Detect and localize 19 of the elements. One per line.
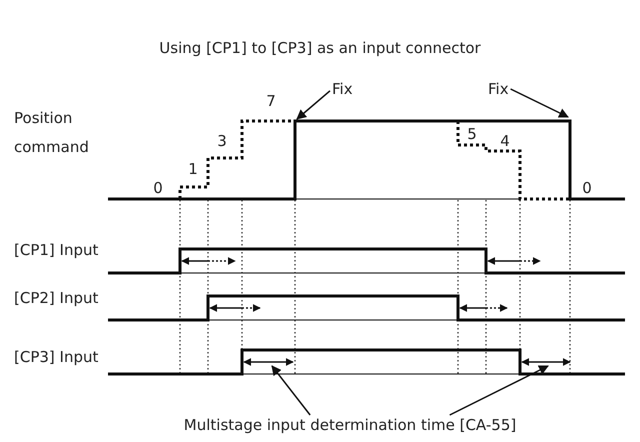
step-number: 4	[500, 132, 510, 150]
step-number: 0	[153, 179, 163, 197]
annotation-text: Multistage input determination time [CA-55]	[184, 416, 516, 434]
step-number: 0	[582, 179, 592, 197]
annotation-text: Fix	[332, 80, 353, 98]
step-number: 3	[217, 132, 227, 150]
leader-arrow	[271, 365, 311, 416]
annotation-text: Fix	[488, 80, 509, 98]
signal-name: Position command	[14, 108, 90, 158]
signal-name: [CP1] Input	[14, 241, 98, 259]
step-number: 7	[266, 92, 276, 110]
leader-arrow	[510, 88, 569, 118]
step-number: 1	[188, 160, 198, 178]
signal-name: [CP3] Input	[14, 348, 98, 366]
step-number: 5	[467, 125, 477, 143]
leader-arrow	[449, 365, 549, 416]
diagram-title: Using [CP1] to [CP3] as an input connector	[159, 39, 481, 57]
signal-name: [CP2] Input	[14, 289, 98, 307]
leader-arrow	[296, 90, 330, 120]
